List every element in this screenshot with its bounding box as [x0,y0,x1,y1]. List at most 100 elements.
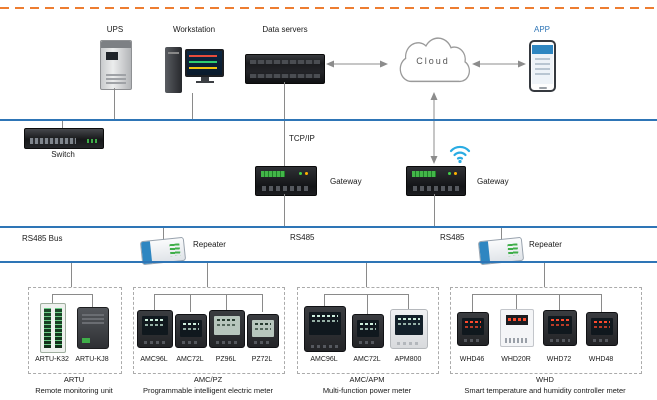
group3-drop [367,294,368,316]
cloud-shape: Cloud [390,30,476,92]
device-label: WHD48 [588,356,614,363]
meter-display [591,318,613,335]
rs485-left-label: RS485 [290,233,315,242]
group4-drop [559,294,560,311]
phone-home-button [538,87,547,89]
group1-drop [52,294,53,308]
meter-buttons [397,342,421,345]
monitor [185,49,224,77]
meter-buttons [550,339,570,342]
meter-display [252,320,274,337]
server-connector [284,82,285,119]
group2-stem [207,263,208,295]
meter-buttons [182,341,200,344]
gateway-terminal-block [261,171,285,177]
switch-device [24,128,104,149]
meter-amc96l-device [304,306,346,352]
device-label: ARTU-K32 [35,356,69,363]
phone-screen [532,45,553,84]
group2-drop [154,294,155,312]
meter-amc72l-device [175,314,207,348]
gateway-right-bus-connector [434,194,435,226]
group2-drop [226,294,227,312]
switch-connector [62,121,63,128]
ups-display [106,52,118,60]
gateway-led [448,172,451,175]
ups-connector [114,88,115,119]
wifi-icon [449,145,471,164]
meter-display [462,318,484,335]
meter-buttons [464,339,482,342]
group1-subtitle: Remote monitoring unit [35,386,113,395]
group1-drop [92,294,93,308]
meter-pz96l-device [209,310,245,348]
artu-k32-device [40,303,66,353]
meter-display [395,315,423,335]
group3-stem [366,263,367,295]
device-label: AMC96L [310,356,338,363]
meter-whd46-device [457,312,489,346]
group3-title: AMC/APM [349,375,385,384]
rs485-bus-line-lower [0,261,657,263]
meter-buttons [144,341,166,344]
monitor-stand [201,77,209,81]
meter-buttons [359,341,377,344]
group3-subtitle: Multi-function power meter [322,386,412,395]
meter-display [214,316,240,335]
meter-display [309,312,341,335]
phone-screen-content [535,58,550,76]
group4-drop [472,294,473,313]
group4-comb [472,294,602,295]
device-label: AMC96L [140,356,168,363]
workstation-device [165,46,225,96]
meter-display [357,320,379,337]
repeater-left-label: Repeater [193,240,226,249]
workstation-connector [192,93,193,119]
meter-display [506,315,528,325]
terminal-row [505,338,529,343]
ups-label: UPS [106,25,124,34]
tcpip-label: TCP/IP [289,134,315,143]
meter-buttons [311,345,339,348]
meter-amc72l-device [352,314,384,348]
meter-whd48-device [586,312,618,346]
server-cloud-arrow [326,60,388,68]
phone-screen-header [532,45,553,54]
device-label: WHD46 [459,356,485,363]
gateway-right-label: Gateway [477,177,509,186]
meter-apm800-device [390,309,428,349]
device-label: AMC72L [176,356,204,363]
device-label: WHD72 [546,356,572,363]
artu-module-column [44,308,51,348]
meter-whd72-device [543,310,577,346]
cloud-gateway-arrow [430,92,438,164]
gateway-led [299,172,302,175]
group2-subtitle: Programmable intelligent electric meter [142,386,274,395]
device-label: APM800 [394,356,422,363]
group3-drop [324,294,325,308]
gateway-ports [413,186,459,191]
device-label: WHD20R [501,356,531,363]
group4-subtitle: Smart temperature and humidity controlle… [464,386,626,395]
group1-comb [52,294,93,295]
group4-drop [516,294,517,310]
meter-display [142,316,168,335]
meter-buttons [593,339,611,342]
device-label: PZ96L [215,356,237,363]
gateway-left-device [255,166,317,196]
meter-buttons [254,341,272,344]
app-phone-device [529,40,556,92]
group3-drop [408,294,409,311]
gateway-left-label: Gateway [330,177,362,186]
group2-title: AMC/PZ [193,375,223,384]
monitor-screen [187,51,222,75]
data-servers-device [245,54,325,84]
repeater-right-label: Repeater [529,240,562,249]
rs485-right-label: RS485 [440,233,465,242]
cloud-app-arrow [472,60,526,68]
group4-drop [601,294,602,313]
meter-buttons [216,341,238,344]
device-label: ARTU-KJ8 [75,356,109,363]
ups-device [100,40,132,90]
